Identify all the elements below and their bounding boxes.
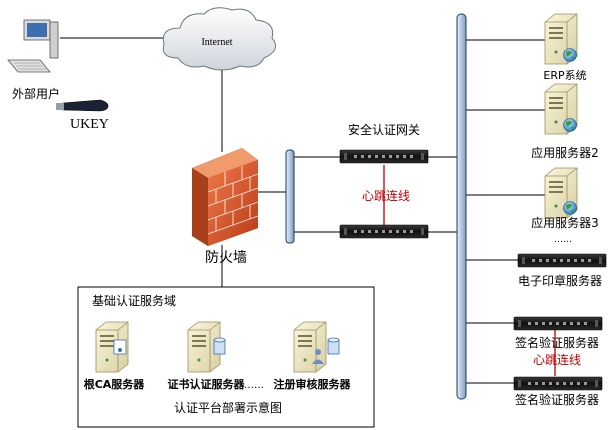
- reg-audit-database-icon: [327, 337, 340, 355]
- cert-auth-database-icon: [213, 337, 226, 355]
- app-server-2-globe-icon: [563, 118, 577, 132]
- seal-server-device: [517, 253, 607, 268]
- internet-cloud-icon: [162, 7, 277, 71]
- external-user-label: 外部用户: [12, 86, 60, 101]
- app-server-3-globe-icon: [563, 201, 577, 215]
- root-ca-cert-icon: [113, 339, 127, 355]
- sig-server-1-label: 签名验证服务器: [515, 335, 599, 350]
- gateway-device-2: [339, 224, 429, 239]
- internet-label: Internet: [201, 37, 232, 48]
- gateway-label: 安全认证网关: [348, 122, 420, 137]
- reg-audit-user-icon: [312, 349, 324, 364]
- ukey-icon: [56, 99, 109, 112]
- sig-server-1-device: [513, 316, 603, 331]
- app-server-3-label: 应用服务器3: [531, 215, 599, 230]
- root-ca-label: 根CA服务器: [84, 377, 146, 391]
- gateway-switch-bus: [285, 149, 295, 244]
- gateway-heartbeat-label: 心跳连线: [362, 188, 410, 203]
- right-ellipsis: ……: [554, 235, 572, 245]
- erp-label: ERP系统: [543, 69, 586, 82]
- firewall-label: 防火墙: [205, 250, 247, 266]
- sig-server-2-device: [513, 376, 603, 391]
- reg-audit-server-icon: [293, 321, 327, 373]
- ukey-label: UKEY: [70, 117, 109, 132]
- gateway-device-1: [339, 149, 429, 164]
- seal-server-label: 电子印章服务器: [518, 273, 602, 288]
- erp-globe-icon: [563, 48, 577, 62]
- auth-domain-title: 基础认证服务域: [92, 293, 176, 308]
- firewall-icon: [192, 148, 259, 246]
- external-user-computer-icon: [7, 19, 59, 73]
- reg-audit-label: 注册审核服务器: [274, 377, 352, 391]
- main-network-bus: [456, 13, 467, 400]
- domain-ellipsis: ……: [244, 380, 264, 391]
- sig-heartbeat-label: 心跳连线: [533, 352, 581, 367]
- app-server-2-label: 应用服务器2: [531, 145, 599, 160]
- cert-auth-label: 证书认证服务器: [168, 377, 246, 391]
- connection-lines: [60, 37, 545, 384]
- sig-server-2-label: 签名验证服务器: [515, 392, 599, 407]
- diagram-caption: 认证平台部署示意图: [174, 400, 282, 415]
